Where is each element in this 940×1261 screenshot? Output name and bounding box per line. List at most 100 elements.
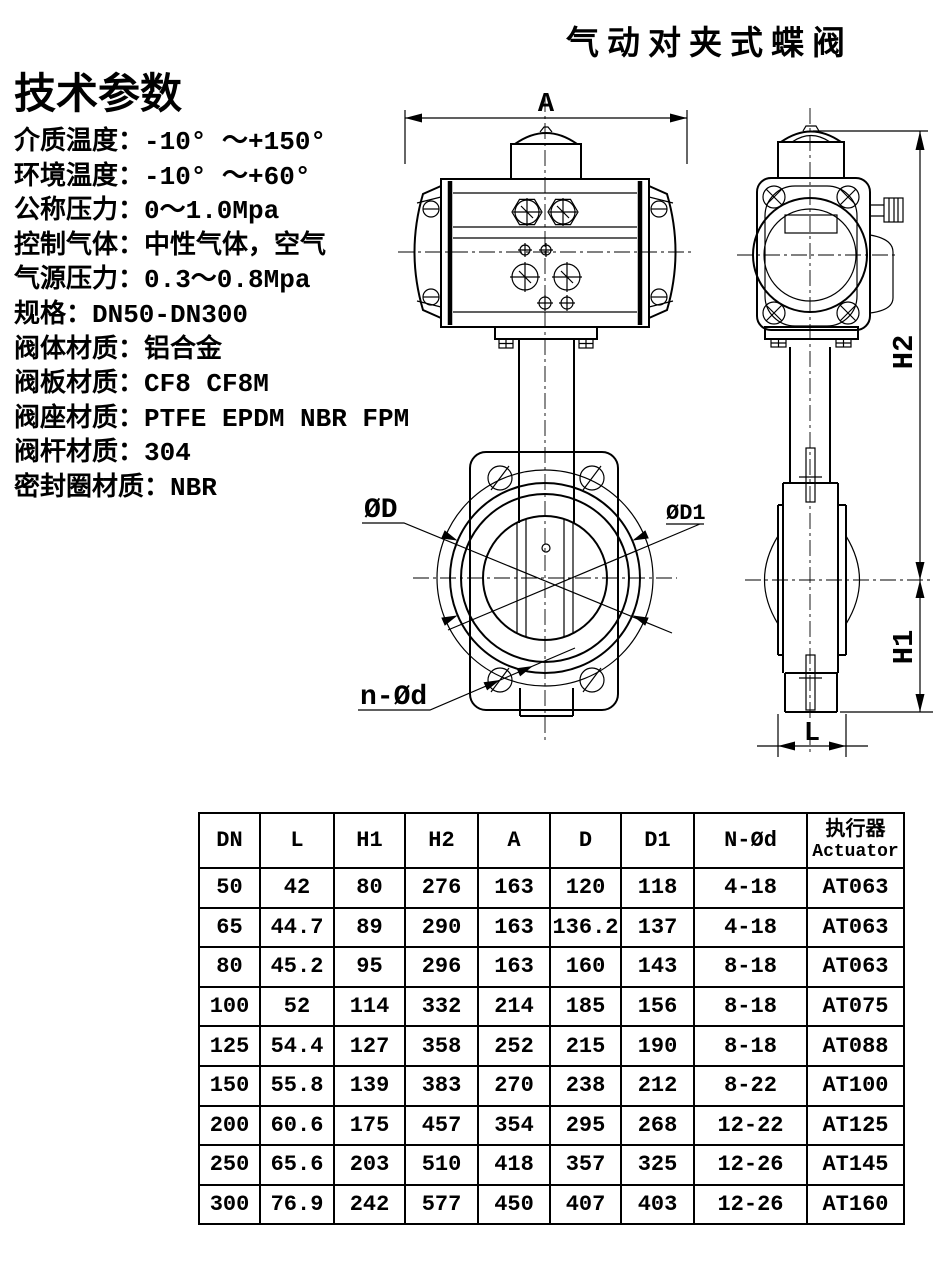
table-cell: 65.6: [259, 1144, 335, 1186]
dimension-od1: ØD1: [441, 501, 706, 631]
table-cell: 250: [198, 1144, 261, 1186]
table-header-row: DN L H1 H2 A D D1 N-Ød 执行器 Actuator: [198, 812, 905, 869]
table-cell: 100: [198, 985, 261, 1028]
table-cell: 242: [333, 1183, 406, 1226]
table-cell: 4-18: [693, 867, 808, 909]
table-cell: 418: [477, 1144, 551, 1186]
table-cell: 214: [477, 985, 551, 1028]
table-cell: 407: [549, 1183, 622, 1226]
table-cell: 143: [620, 946, 695, 988]
valve-technical-drawing: A: [358, 90, 933, 757]
table-cell: 42: [259, 867, 335, 909]
table-cell: 457: [404, 1104, 479, 1147]
table-cell: 136.2: [549, 906, 622, 949]
table-cell: 268: [620, 1104, 695, 1147]
actuator-header-en: Actuator: [812, 842, 899, 862]
table-cell: 163: [477, 946, 551, 988]
tech-param-line: 介质温度：-10° ～+150°: [14, 127, 327, 157]
tech-param-line: 阀座材质：PTFE EPDM NBR FPM: [14, 403, 410, 434]
dimension-n-od: n-Ød: [358, 647, 576, 713]
dim-label-n-od: n-Ød: [360, 682, 427, 713]
dim-label-l: L: [804, 719, 820, 749]
table-cell: 12-22: [693, 1104, 808, 1147]
col-header-h1: H1: [333, 812, 406, 869]
table-cell: 325: [620, 1144, 695, 1186]
table-cell: 8-22: [693, 1064, 808, 1107]
table-cell: 12-26: [693, 1183, 808, 1226]
table-cell: 52: [259, 985, 335, 1028]
table-cell: 332: [404, 985, 479, 1028]
dim-label-h1: H1: [888, 630, 921, 665]
table-cell: 4-18: [693, 906, 808, 949]
table-cell: 203: [333, 1144, 406, 1186]
table-cell: 127: [333, 1025, 406, 1067]
table-cell: 95: [333, 946, 406, 988]
table-cell: 150: [198, 1064, 261, 1107]
col-header-l: L: [259, 812, 335, 869]
table-cell: AT100: [806, 1064, 905, 1107]
table-cell: AT063: [806, 946, 905, 988]
col-header-h2: H2: [404, 812, 479, 869]
tech-param-line: 公称压力：0～1.0Mpa: [14, 196, 280, 227]
dim-label-a: A: [538, 90, 555, 120]
table-cell: 510: [404, 1144, 479, 1186]
table-cell: 55.8: [259, 1064, 335, 1107]
dimension-a: A: [404, 90, 688, 164]
table-cell: 45.2: [259, 946, 335, 988]
table-cell: AT063: [806, 906, 905, 949]
table-cell: 577: [404, 1183, 479, 1226]
tech-param-line: 阀板材质：CF8 CF8M: [14, 369, 269, 400]
table-cell: 403: [620, 1183, 695, 1226]
actuator-header-cn: 执行器: [825, 819, 886, 842]
table-cell: 295: [549, 1104, 622, 1147]
dimension-h2-h1: H2 H1: [813, 130, 933, 713]
table-cell: 215: [549, 1025, 622, 1067]
table-cell: 450: [477, 1183, 551, 1226]
table-cell: AT145: [806, 1144, 905, 1186]
col-header-actuator: 执行器 Actuator: [806, 812, 905, 869]
table-cell: 354: [477, 1104, 551, 1147]
table-cell: 276: [404, 867, 479, 909]
table-cell: 120: [549, 867, 622, 909]
table-cell: 296: [404, 946, 479, 988]
page-title: 气动对夹式蝶阀: [566, 27, 853, 64]
table-cell: AT160: [806, 1183, 905, 1226]
table-cell: 238: [549, 1064, 622, 1107]
table-cell: 212: [620, 1064, 695, 1107]
tech-param-line: 规格：DN50-DN300: [14, 299, 249, 330]
table-cell: AT063: [806, 867, 905, 909]
table-cell: AT125: [806, 1104, 905, 1147]
table-cell: 175: [333, 1104, 406, 1147]
table-cell: 89: [333, 906, 406, 949]
tech-param-line: 气源压力：0.3～0.8Mpa: [14, 265, 311, 296]
table-cell: 125: [198, 1025, 261, 1067]
table-cell: 300: [198, 1183, 261, 1226]
table-cell: 118: [620, 867, 695, 909]
table-cell: 163: [477, 867, 551, 909]
dimension-l: L: [757, 714, 868, 757]
front-view: A: [358, 90, 706, 740]
table-cell: 80: [333, 867, 406, 909]
table-cell: AT075: [806, 985, 905, 1028]
col-header-a: A: [477, 812, 551, 869]
table-cell: 190: [620, 1025, 695, 1067]
table-cell: 60.6: [259, 1104, 335, 1147]
tech-param-line: 阀杆材质：304: [14, 438, 191, 469]
table-cell: 8-18: [693, 946, 808, 988]
table-cell: 270: [477, 1064, 551, 1107]
side-view: H2 H1 L: [737, 108, 933, 757]
table-cell: 114: [333, 985, 406, 1028]
dim-label-od: ØD: [364, 495, 398, 526]
tech-params-heading: 技术参数: [14, 73, 183, 121]
tech-param-line: 阀体材质：铝合金: [14, 334, 223, 365]
table-cell: 185: [549, 985, 622, 1028]
